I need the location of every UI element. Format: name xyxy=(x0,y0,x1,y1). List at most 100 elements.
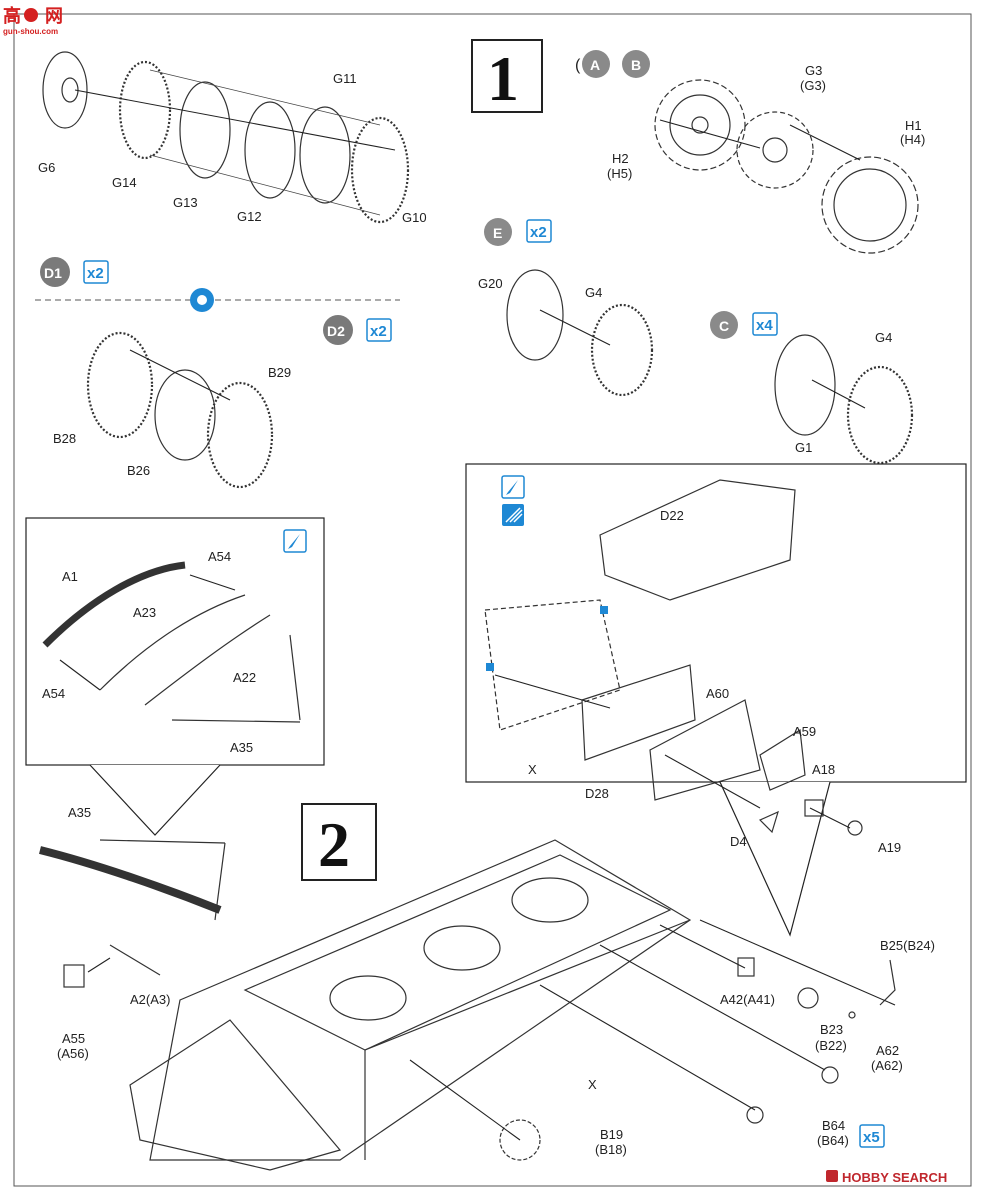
label-h1: H1 xyxy=(905,118,922,133)
road-wheel-assembly xyxy=(42,51,410,224)
label-x-detail: X xyxy=(528,762,537,777)
label-a54-bottom: A54 xyxy=(42,686,65,701)
part-b26 xyxy=(154,369,216,461)
paint-brush-icon-left xyxy=(283,529,307,553)
part-a22 xyxy=(144,614,271,706)
svg-text:gun-shou.com: gun-shou.com xyxy=(3,27,58,36)
label-h4-alt: (H4) xyxy=(900,132,925,147)
part-b64-1 xyxy=(821,1066,839,1084)
part-a19 xyxy=(847,820,863,836)
part-a55 xyxy=(63,964,85,988)
part-g6 xyxy=(42,51,88,129)
part-g4-c xyxy=(846,365,914,465)
variant-badge-d1: D1 xyxy=(40,257,70,287)
label-g1: G1 xyxy=(795,440,812,455)
label-a23: A23 xyxy=(133,605,156,620)
variant-badge-a: ( A xyxy=(575,50,610,78)
step-2-number: 2 xyxy=(318,809,350,880)
label-b18-alt: (B18) xyxy=(595,1142,627,1157)
svg-text:x2: x2 xyxy=(530,224,547,241)
hull-lower xyxy=(129,839,692,1171)
label-a60: A60 xyxy=(706,686,729,701)
svg-text:x2: x2 xyxy=(370,323,387,340)
variant-badge-c: C xyxy=(710,311,738,339)
multiplier-badge-d2: x2 xyxy=(366,318,392,342)
svg-text:x4: x4 xyxy=(756,317,773,334)
label-g20: G20 xyxy=(478,276,503,291)
label-a54-top: A54 xyxy=(208,549,231,564)
label-b64: B64 xyxy=(822,1118,845,1133)
part-g1 xyxy=(774,334,836,436)
callout-pointer-left xyxy=(89,764,221,836)
label-b26: B26 xyxy=(127,463,150,478)
part-g3 xyxy=(736,111,814,189)
part-b19 xyxy=(499,1119,541,1161)
part-a42 xyxy=(737,957,755,977)
label-g10: G10 xyxy=(402,210,427,225)
hull-opening-1 xyxy=(511,877,589,923)
label-a62-alt: (A62) xyxy=(871,1058,903,1073)
label-a19: A19 xyxy=(878,840,901,855)
svg-text:D1: D1 xyxy=(44,265,62,281)
part-d4 xyxy=(758,810,779,834)
svg-text:B: B xyxy=(631,57,641,73)
drive-sprocket-assembly xyxy=(654,79,919,254)
label-a35-detail: A35 xyxy=(230,740,253,755)
hobby-search-logo-icon xyxy=(826,1170,838,1182)
label-g4-c: G4 xyxy=(875,330,892,345)
watermark-logo: 高 网 gun-shou.com xyxy=(3,5,63,36)
part-h1 xyxy=(821,156,919,254)
part-g14 xyxy=(118,60,172,160)
weathering-icon xyxy=(502,504,524,526)
label-a59: A59 xyxy=(793,724,816,739)
part-d28 xyxy=(581,664,696,761)
variant-badge-d2: D2 xyxy=(323,315,353,345)
label-a42-a41: A42(A41) xyxy=(720,992,775,1007)
part-a1-installed xyxy=(39,846,222,914)
road-wheel-c xyxy=(774,334,914,465)
cross-section-icon xyxy=(190,288,214,312)
part-b23 xyxy=(797,987,819,1009)
svg-text:x2: x2 xyxy=(87,265,104,282)
paint-brush-icon-right xyxy=(501,475,525,499)
label-a55: A55 xyxy=(62,1031,85,1046)
part-h2 xyxy=(654,79,746,171)
label-g14: G14 xyxy=(112,175,137,190)
step-1-number: 1 xyxy=(487,43,519,114)
label-a62: A62 xyxy=(876,1043,899,1058)
svg-text:HOBBY SEARCH: HOBBY SEARCH xyxy=(842,1170,947,1185)
svg-text:网: 网 xyxy=(45,6,63,26)
label-a1: A1 xyxy=(62,569,78,584)
step-1-box xyxy=(471,39,543,113)
part-b25 xyxy=(879,959,896,1006)
label-a18: A18 xyxy=(812,762,835,777)
hull-opening-2 xyxy=(423,925,501,971)
fender-detail xyxy=(484,479,863,836)
part-a35-detail xyxy=(171,719,301,723)
svg-text:高: 高 xyxy=(3,5,21,26)
part-a18 xyxy=(804,799,824,817)
part-g4-e xyxy=(590,303,654,397)
label-d28: D28 xyxy=(585,786,609,801)
part-x-hull-detail xyxy=(484,599,621,731)
label-b19: B19 xyxy=(600,1127,623,1142)
multiplier-badge-e: x2 xyxy=(526,219,552,243)
svg-text:E: E xyxy=(493,225,502,241)
road-wheel-d2 xyxy=(86,331,274,489)
svg-text:D2: D2 xyxy=(327,323,345,339)
label-b25-b24: B25(B24) xyxy=(880,938,935,953)
part-a59 xyxy=(759,728,806,791)
part-g12 xyxy=(244,101,296,199)
svg-text:(: ( xyxy=(575,57,581,74)
label-b23: B23 xyxy=(820,1022,843,1037)
sheet-border xyxy=(13,13,972,1187)
hull-suspension-left xyxy=(39,839,226,988)
part-a1 xyxy=(42,561,186,648)
multiplier-badge-b64: x5 xyxy=(859,1124,885,1148)
part-g13 xyxy=(179,81,231,179)
label-b22-alt: (B22) xyxy=(815,1038,847,1053)
label-h5-alt: (H5) xyxy=(607,166,632,181)
label-x-hull: X xyxy=(588,1077,597,1092)
label-b29: B29 xyxy=(268,365,291,380)
